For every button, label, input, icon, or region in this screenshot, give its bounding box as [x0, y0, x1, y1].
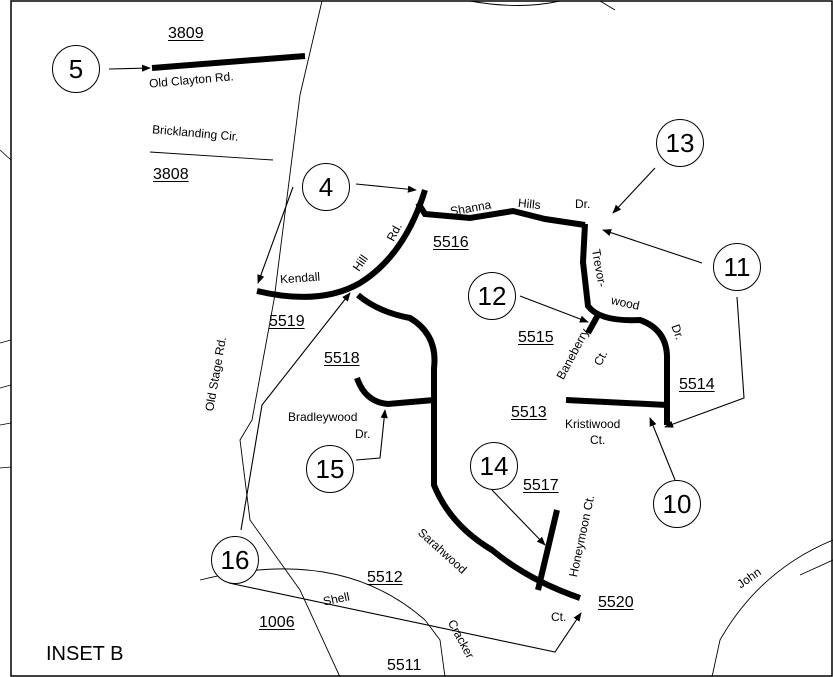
top-lines: [469, 0, 616, 11]
label-kendall: Kendall: [279, 269, 321, 287]
label-bradleywood: Bradleywood: [288, 410, 358, 424]
segment-5520: 5520: [598, 594, 634, 611]
callout-10: 10: [653, 480, 701, 528]
segment-5519: 5519: [269, 313, 305, 330]
segment-5516: 5516: [433, 234, 469, 251]
label-sarahwood-ct: Ct.: [551, 610, 567, 624]
label-hills: Hills: [517, 195, 542, 213]
label-dr-shanna: Dr.: [575, 197, 591, 211]
map-frame: [10, 0, 833, 677]
kristiwood-court: [565, 397, 668, 408]
trevorwood-drive: [579, 223, 671, 425]
segment-5513: 5513: [511, 404, 547, 421]
bradleywood-drive: [354, 376, 435, 408]
sarahwood-road: [356, 292, 581, 601]
label-kristiwood-ct: Ct.: [590, 433, 606, 447]
shanna-hills-drive: [415, 201, 586, 228]
selected-roads: [151, 53, 671, 601]
callout-13: 13: [656, 119, 704, 167]
segment-5514: 5514: [679, 376, 715, 393]
callout-4: 4: [302, 163, 350, 211]
old-stage-road-line: [239, 0, 341, 677]
callout-12: 12: [468, 272, 516, 320]
kendall-hill-road: [256, 189, 428, 300]
john-line: [711, 539, 833, 677]
segment-5511: 5511: [387, 657, 422, 674]
leader-arrows: [108, 64, 745, 653]
segment-1006: 1006: [259, 614, 295, 631]
segment-5518: 5518: [324, 350, 360, 367]
segment-5517: 5517: [523, 477, 559, 494]
inset-title: INSET B: [46, 643, 124, 665]
edge-tick: [0, 149, 12, 161]
segment-3808: 3808: [153, 166, 189, 183]
baneberry-court: [585, 313, 601, 335]
edge-ticks: [0, 339, 12, 469]
bricklanding-line: [149, 151, 274, 161]
callout-16: 16: [211, 536, 259, 584]
honeymoon-court: [535, 509, 560, 591]
john-line-2: [799, 559, 833, 576]
segment-3809: 3809: [168, 25, 204, 42]
segment-5515: 5515: [518, 329, 554, 346]
label-kristiwood: Kristiwood: [565, 417, 621, 431]
old-clayton-segment: [151, 53, 306, 71]
callout-14: 14: [470, 442, 518, 490]
label-bradleywood-dr: Dr.: [355, 427, 371, 441]
callout-15: 15: [306, 445, 354, 493]
callout-5: 5: [52, 45, 100, 93]
callout-11: 11: [713, 243, 761, 291]
segment-5512: 5512: [367, 569, 403, 586]
